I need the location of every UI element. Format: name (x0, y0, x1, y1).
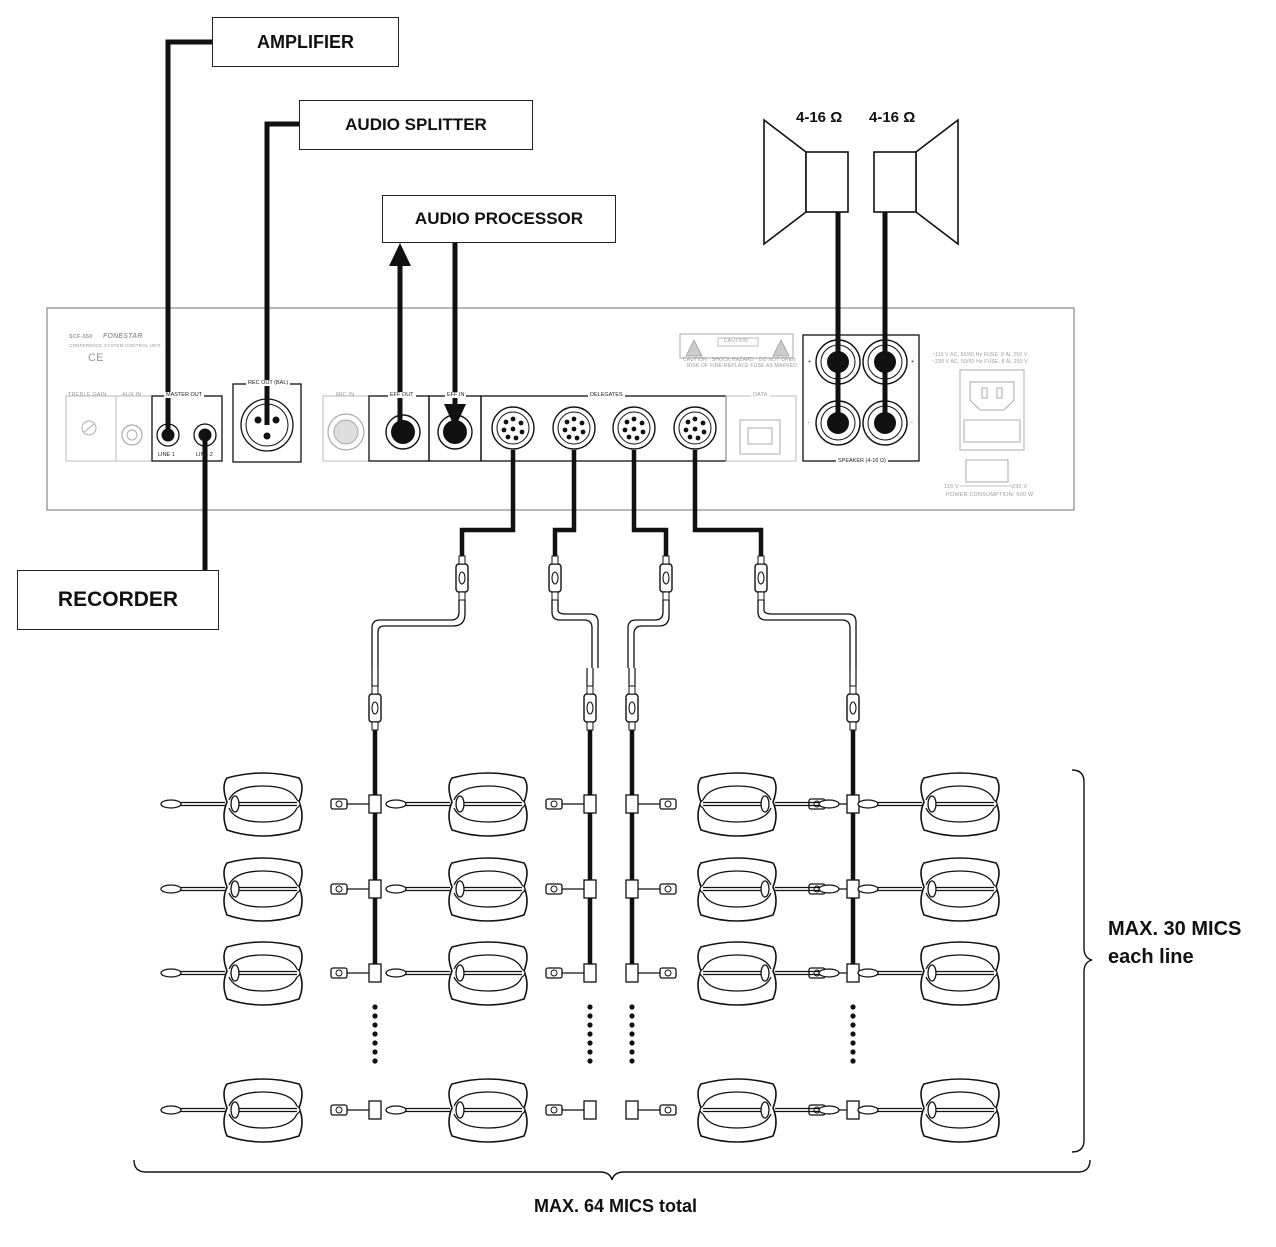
speaker-label: SPEAKER (4-16 Ω) (836, 458, 888, 464)
delegate-trunks (459, 450, 764, 560)
speaker-right (873, 118, 959, 246)
left-speaker-impedance: 4-16 Ω (796, 109, 843, 126)
right-brace (1071, 769, 1093, 1153)
continuation-dots (372, 1004, 856, 1064)
eff-out-label: EFF OUT (388, 392, 416, 398)
mic-in-label: MIC IN (336, 392, 355, 398)
max-per-line-label: MAX. 30 MICS (1108, 918, 1242, 940)
speaker-minus-left: - (808, 420, 810, 426)
speaker-left (763, 118, 849, 246)
mic-units-column-2 (385, 772, 528, 1143)
trunk-plugs (455, 555, 768, 601)
max-total-label: MAX. 64 MICS total (534, 1196, 698, 1216)
extension-cables (371, 600, 857, 668)
line2-label: LINE 2 (196, 452, 213, 458)
right-speaker-impedance: 4-16 Ω (869, 109, 916, 126)
delegates-label: DELEGATES (588, 392, 625, 398)
data-label: DATA (751, 392, 770, 398)
panel-subtitle: CONFERENCE SYSTEM CONTROL UNIT (69, 343, 162, 348)
recorder-box: RECORDER (17, 570, 219, 630)
power-consumption-label: POWER CONSUMPTION: 600 W (946, 492, 1034, 498)
arrow-down-from-processor (444, 404, 466, 428)
master-out-label: MASTER OUT (164, 392, 205, 398)
caution-label: CAUTION (724, 338, 748, 344)
audio-splitter-box: AUDIO SPLITTER (299, 100, 533, 150)
caution-text-2: RISK OF FIRE-REPLACE FUSE AS MARKED (687, 363, 798, 369)
voltage-115-label: 115 V (944, 484, 959, 490)
speaker-plus-right: + (911, 359, 915, 365)
mic-line-trunks (372, 730, 856, 975)
panel-brand: FONESTAR (103, 333, 143, 340)
each-line-label: each line (1108, 946, 1194, 968)
audio-processor-box: AUDIO PROCESSOR (382, 195, 616, 243)
voltage-230-label: 230 V (1012, 484, 1028, 490)
speaker-minus-right: - (911, 420, 913, 426)
panel-marks: CE (88, 352, 104, 364)
amplifier-box: AMPLIFIER (212, 17, 399, 67)
mic-units-column-1 (160, 772, 303, 1143)
arrow-up-to-processor (389, 243, 411, 266)
tee-connectors (330, 794, 860, 1120)
treble-gain-label: TREBLE GAIN (68, 392, 107, 398)
rec-out-label: REC OUT (BAL) (246, 380, 291, 386)
power-spec-1: ~115 V AC, 50/60 Hz FUSE: 8 AL 250 V (932, 352, 1028, 358)
mic-units-column-3 (697, 772, 840, 1143)
speaker-plus-left: + (808, 359, 812, 365)
caution-text-1: CAUTION : SHOCK HAZARD - DO NOT OPEN (683, 357, 796, 363)
equipment-cables (165, 39, 888, 572)
power-spec-2: ~230 V AC, 50/60 Hz FUSE: 8 AL 250 V (932, 359, 1028, 365)
panel-model: SCF-550 (69, 334, 93, 340)
eff-in-label: EFF IN (445, 392, 467, 398)
line-plugs (368, 685, 860, 731)
rear-panel (46, 307, 1075, 511)
mic-units-column-4 (857, 772, 1000, 1143)
aux-in-label: AUX IN (122, 392, 142, 398)
line1-label: LINE 1 (158, 452, 175, 458)
bottom-brace (133, 1159, 1091, 1181)
